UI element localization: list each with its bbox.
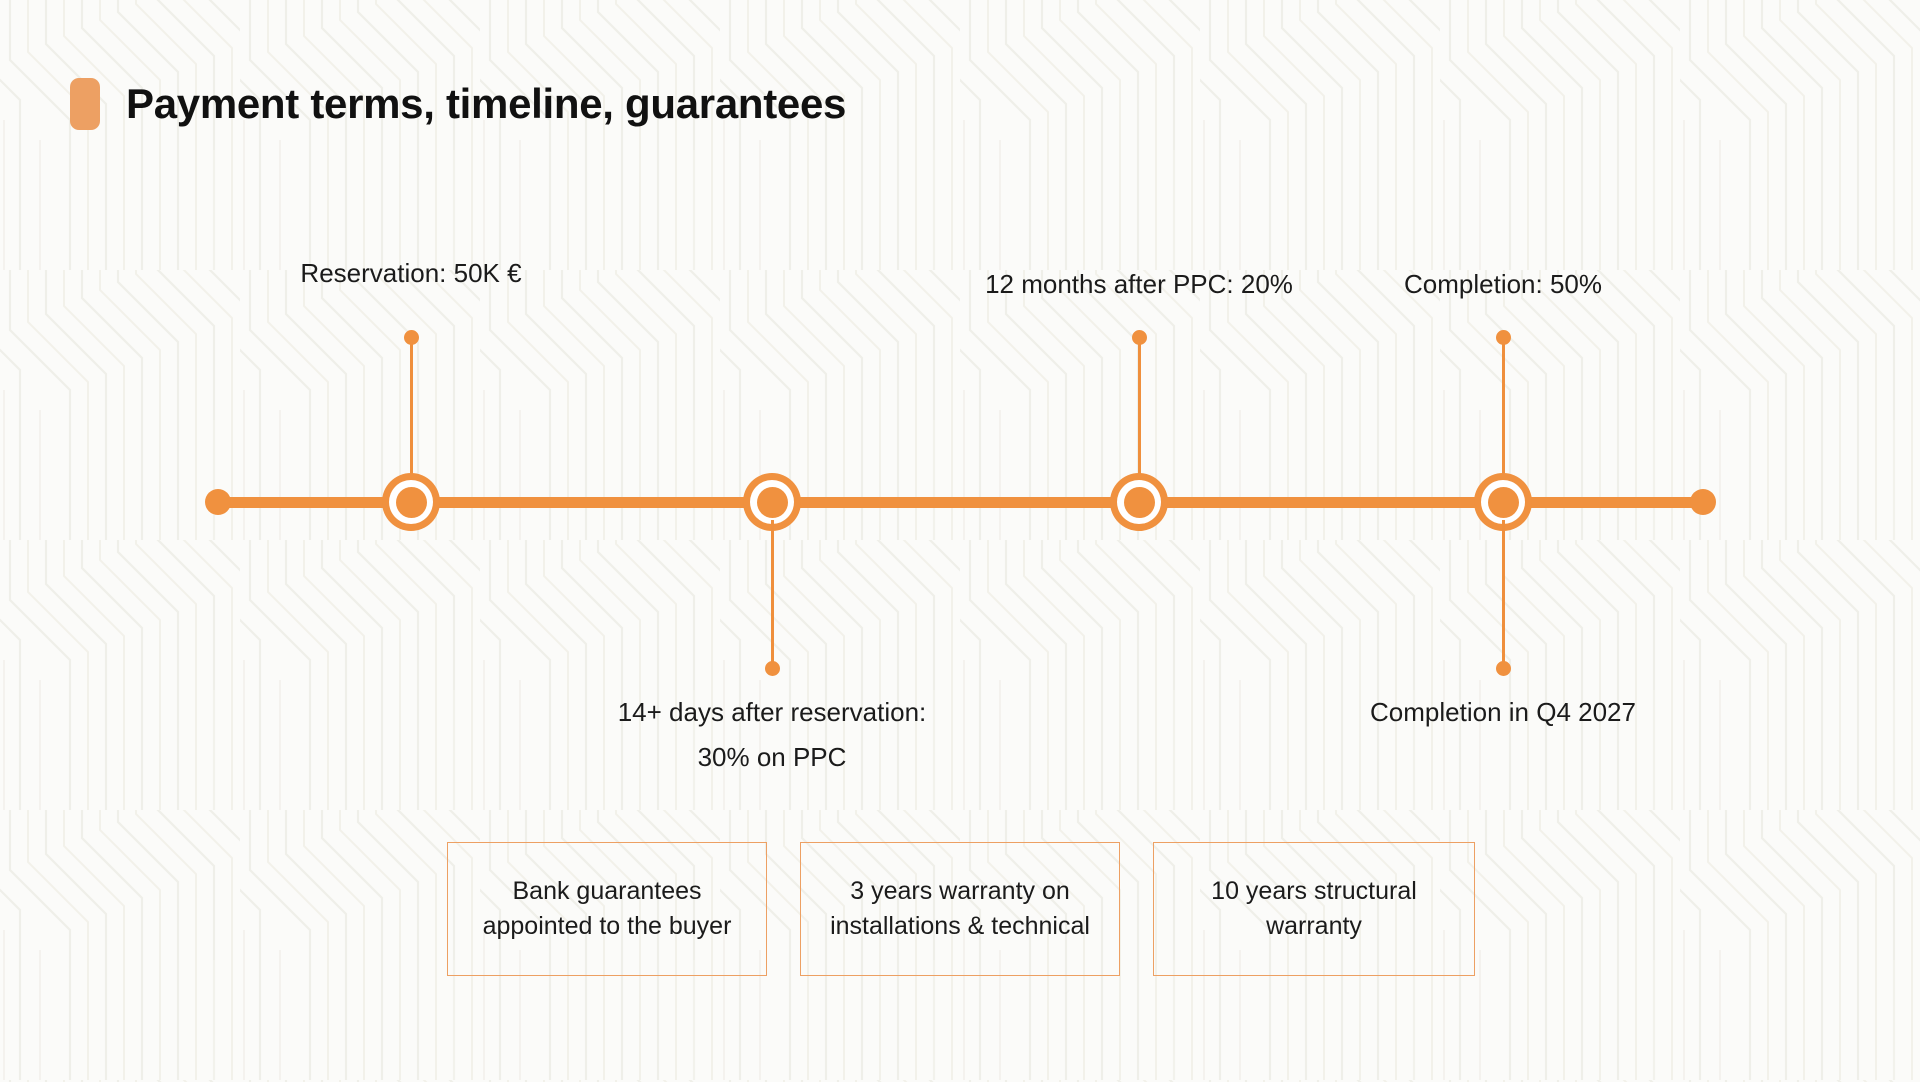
guarantee-box-text: Bank guarantees appointed to the buyer — [482, 877, 732, 940]
milestone-stem-completion-up — [1502, 340, 1505, 490]
milestone-node-ring-gap — [1117, 480, 1161, 524]
milestone-node-core — [756, 486, 788, 518]
milestone-node-ring-gap — [389, 480, 433, 524]
timeline-start-endpoint — [205, 489, 231, 515]
milestone-stem-reservation — [410, 340, 413, 490]
timeline-end-endpoint — [1690, 489, 1716, 515]
guarantee-box-text: 3 years warranty on installations & tech… — [830, 877, 1090, 940]
guarantee-box-text: 10 years structural warranty — [1211, 877, 1417, 940]
milestone-label-reservation: Reservation: 50K € — [300, 258, 522, 288]
milestone-label-ppc-payment-line2: 30% on PPC — [697, 742, 847, 772]
guarantees-row: Bank guarantees appointed to the buyer 3… — [447, 842, 1475, 976]
milestone-node-core — [1123, 486, 1155, 518]
milestone-label-completion-date: Completion in Q4 2027 — [1370, 697, 1636, 727]
milestone-node-core — [395, 486, 427, 518]
milestone-stem-completion-down — [1502, 520, 1505, 668]
milestone-label-twelve-months: 12 months after PPC: 20% — [985, 269, 1293, 299]
milestone-label-ppc-payment-line1: 14+ days after reservation: — [617, 697, 927, 727]
milestone-stem-dot-completion-down — [1496, 661, 1511, 676]
milestone-node-reservation[interactable] — [382, 473, 440, 531]
guarantee-box-installations-warranty[interactable]: 3 years warranty on installations & tech… — [800, 842, 1120, 976]
milestone-stem-dot-completion-up — [1496, 330, 1511, 345]
milestone-stem-dot-ppc-payment — [765, 661, 780, 676]
milestone-stem-twelve-months — [1138, 340, 1141, 490]
milestone-stem-ppc-payment — [771, 520, 774, 668]
milestone-node-twelve-months[interactable] — [1110, 473, 1168, 531]
milestone-stem-dot-reservation — [404, 330, 419, 345]
milestone-stem-dot-twelve-months — [1132, 330, 1147, 345]
milestone-node-ring-gap — [1481, 480, 1525, 524]
milestone-node-core — [1487, 486, 1519, 518]
milestone-node-ring-gap — [750, 480, 794, 524]
milestone-label-completion: Completion: 50% — [1404, 269, 1602, 299]
guarantee-box-structural-warranty[interactable]: 10 years structural warranty — [1153, 842, 1475, 976]
guarantee-box-bank-guarantees[interactable]: Bank guarantees appointed to the buyer — [447, 842, 767, 976]
